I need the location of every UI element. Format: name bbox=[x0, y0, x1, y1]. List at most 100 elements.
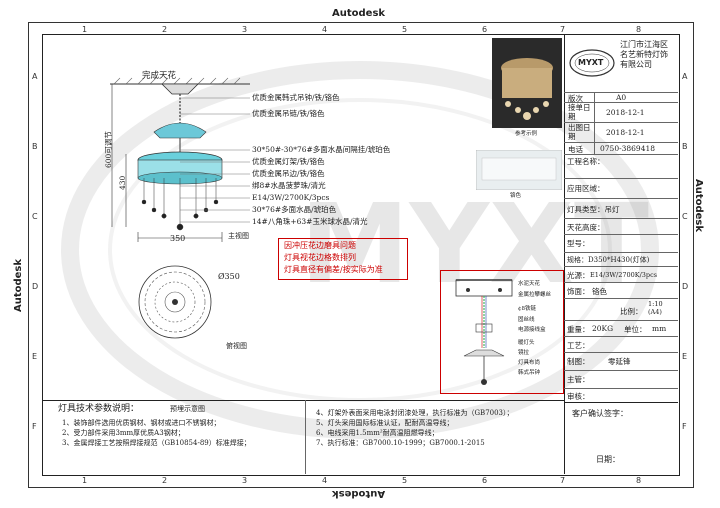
tb-line-15 bbox=[564, 336, 678, 337]
tb-line-17 bbox=[564, 370, 678, 371]
unit-label: 单位： bbox=[624, 325, 647, 334]
version-label: 版次 bbox=[568, 94, 583, 103]
main-view-label: 主视图 bbox=[228, 232, 249, 240]
row-f: F bbox=[32, 422, 37, 431]
wiring-label-2: 金属拉攀螺丝 bbox=[518, 292, 552, 298]
version-value: A0 bbox=[616, 93, 627, 102]
craft-label: 工艺： bbox=[567, 341, 590, 350]
wiring-label-1: 水泥天花 bbox=[518, 281, 541, 287]
color-swatch-photo bbox=[476, 150, 562, 190]
issued-value: 2018-12-1 bbox=[606, 128, 645, 137]
tb-line-1 bbox=[564, 92, 678, 93]
tb-line-12 bbox=[564, 282, 678, 283]
inner-frame bbox=[42, 34, 680, 476]
red-note-box bbox=[278, 238, 408, 280]
unit-value: mm bbox=[652, 324, 667, 333]
scale-value: 1:10 (A4) bbox=[648, 300, 663, 316]
tech-right-3: 6、电线采用1.5mm²耐高温阻燃导线； bbox=[316, 429, 439, 437]
brand-bottom: Autodesk bbox=[332, 488, 386, 499]
outer-frame bbox=[28, 22, 694, 488]
model-field: 型号： bbox=[567, 239, 590, 248]
row-b: B bbox=[32, 142, 38, 151]
finish-value: 铬色 bbox=[592, 287, 607, 296]
callout-8: 30*76#多面水晶/琥珀色 bbox=[252, 205, 337, 214]
row-e-right: E bbox=[682, 352, 688, 361]
red-note-2: 灯具视花边格数排列 bbox=[284, 253, 356, 262]
tech-right-1: 4、灯架外表面采用电泳封闭漆处理，执行标准为（GB7003）； bbox=[316, 409, 514, 417]
row-c-right: C bbox=[682, 212, 688, 221]
chandelier-main-view bbox=[110, 77, 250, 242]
col-4: 4 bbox=[322, 25, 328, 34]
wiring-diagram-box bbox=[440, 270, 564, 394]
wiring-label-7: 镜拉 bbox=[518, 350, 530, 356]
color-swatch-label: 铬色 bbox=[510, 193, 522, 199]
callout-1: 优质金属韩式吊钟/铁/铬色 bbox=[252, 93, 340, 102]
chandelier-bottom-view bbox=[138, 265, 212, 339]
title-block-border bbox=[564, 34, 565, 474]
tb-line-19 bbox=[564, 402, 678, 403]
drawn-value: 零延锋 bbox=[608, 357, 631, 366]
red-note-3: 灯具直径有偏差/按实际为准 bbox=[284, 265, 383, 274]
height-dim-430: 430 bbox=[118, 175, 127, 190]
tb-line-18 bbox=[564, 388, 678, 389]
col-1-bottom: 1 bbox=[82, 476, 88, 485]
date-label: 日期： bbox=[596, 455, 620, 464]
tech-left-1: 1、装饰部件选用优质钢材、钢材或进口不锈钢材； bbox=[62, 419, 221, 427]
wiring-label-5: 电源接线盒 bbox=[518, 327, 546, 333]
callout-6: 绑8#水晶菠萝珠/清光 bbox=[252, 181, 326, 190]
tb-line-5 bbox=[564, 154, 678, 155]
tech-subtitle: 预埋示意图 bbox=[170, 405, 205, 413]
tb-line-9 bbox=[564, 234, 678, 235]
row-b-right: B bbox=[682, 142, 688, 151]
company-name-2: 名艺新特灯饰 bbox=[620, 50, 668, 59]
col-2-bottom: 2 bbox=[162, 476, 168, 485]
row-d: D bbox=[32, 282, 39, 291]
tb-line-6 bbox=[564, 178, 678, 179]
col-6-bottom: 6 bbox=[482, 476, 488, 485]
col-5: 5 bbox=[402, 25, 408, 34]
wiring-diagram bbox=[455, 279, 513, 385]
light-source-label: 光源： bbox=[567, 271, 590, 280]
company-name-3: 有限公司 bbox=[620, 60, 652, 69]
callout-9: 14#八角珠+63#玉米球水晶/清光 bbox=[252, 217, 368, 226]
company-logo-icon bbox=[569, 49, 615, 77]
drawn-label: 制图： bbox=[567, 357, 590, 366]
row-f-right: F bbox=[682, 422, 687, 431]
col-6: 6 bbox=[482, 25, 488, 34]
lamp-type-field: 灯具类型：吊灯 bbox=[567, 205, 620, 214]
weight-value: 20KG bbox=[592, 324, 614, 333]
issued-label: 出图日期 bbox=[568, 123, 591, 141]
tech-title: 灯具技术参数说明： bbox=[58, 404, 140, 414]
received-label: 接单日期 bbox=[568, 103, 591, 121]
supervisor-label: 主管： bbox=[567, 375, 590, 384]
finish-label: 饰面： bbox=[567, 287, 590, 296]
ceiling-label: 完成天花 bbox=[142, 71, 177, 81]
light-source-value: E14/3W/2700K/3pcs bbox=[590, 271, 658, 279]
col-2: 2 bbox=[162, 25, 168, 34]
tech-divider bbox=[42, 400, 564, 401]
row-e: E bbox=[32, 352, 38, 361]
tech-right-4: 7、执行标准：GB7000.10-1999；GB7000.1-2015 bbox=[316, 439, 485, 447]
bottom-view-label: 俯视图 bbox=[226, 342, 247, 350]
col-3: 3 bbox=[242, 25, 248, 34]
tb-line-11 bbox=[564, 266, 678, 267]
callout-leaders bbox=[180, 97, 250, 223]
customer-signature-label: 客户确认签字： bbox=[572, 409, 628, 418]
col-7-bottom: 7 bbox=[560, 476, 566, 485]
width-dim: 350 bbox=[170, 234, 186, 243]
tb-line-16 bbox=[564, 352, 678, 353]
red-note-1: 因冲压花边磨具问题 bbox=[284, 241, 356, 250]
col-8-bottom: 8 bbox=[636, 476, 642, 485]
tb-line-13 bbox=[564, 298, 678, 299]
tech-right-2: 5、灯头采用国际标准认证，配耐高温导线； bbox=[316, 419, 454, 427]
col-5-bottom: 5 bbox=[402, 476, 408, 485]
received-value: 2018-12-1 bbox=[606, 108, 645, 117]
tech-left-3: 3、金属焊接工艺按照焊接规范（GB10854-89）标准焊接； bbox=[62, 439, 251, 447]
col-4-bottom: 4 bbox=[322, 476, 328, 485]
tb-line-14 bbox=[564, 320, 678, 321]
tb-line-3 bbox=[564, 122, 678, 123]
wiring-label-4: 固丝线 bbox=[518, 317, 535, 323]
tech-vertical-divider bbox=[305, 400, 306, 474]
brand-left: Autodesk bbox=[13, 258, 25, 313]
